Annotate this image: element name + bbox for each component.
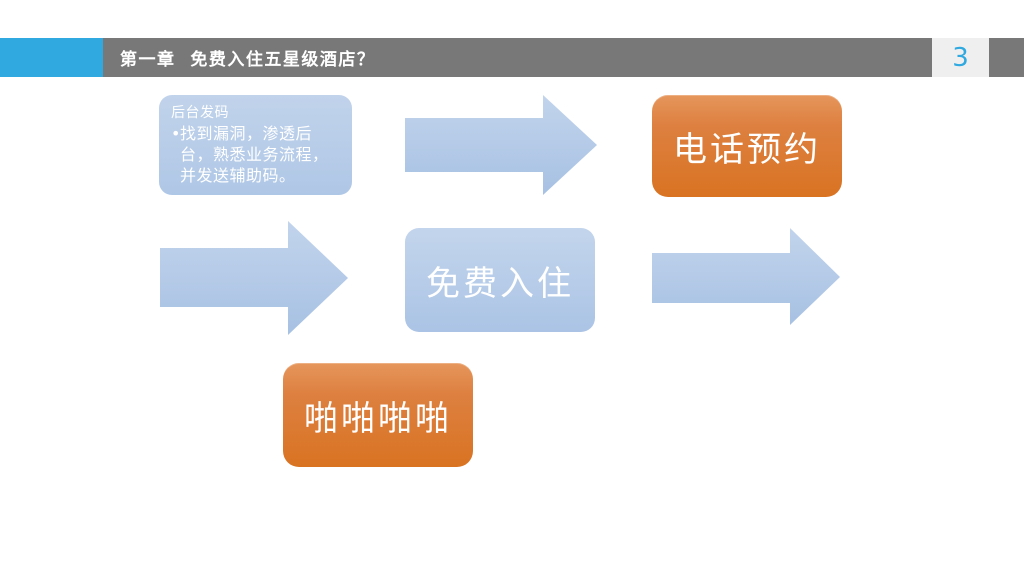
page-number-badge: 3 — [932, 38, 989, 77]
node-phone-booking: 电话预约 — [652, 95, 842, 197]
callout-line: 找到漏洞，渗透后 — [180, 124, 313, 143]
node-papapa: 啪啪啪啪 — [283, 363, 473, 467]
arrow-right-icon — [405, 95, 597, 195]
callout-backstage-code: 后台发码 • 找到漏洞，渗透后 台，熟悉业务流程， 并发送辅助码。 — [159, 95, 352, 195]
arrow-right-icon — [652, 228, 840, 325]
page-number: 3 — [952, 42, 969, 73]
callout-line: 并发送辅助码。 — [180, 166, 296, 185]
header-title-bar: 第一章 免费入住五星级酒店？ — [103, 38, 932, 77]
node-label: 电话预约 — [673, 129, 821, 170]
bullet-icon: • — [171, 124, 181, 143]
node-label: 免费入住 — [426, 263, 574, 304]
header-tail-bar — [989, 38, 1024, 77]
callout-title: 后台发码 — [171, 105, 229, 121]
node-label: 啪啪啪啪 — [304, 398, 452, 439]
header-accent-bar — [0, 38, 103, 77]
arrow-right-icon — [160, 221, 348, 335]
node-free-stay: 免费入住 — [405, 228, 595, 332]
slide-title: 第一章 免费入住五星级酒店？ — [120, 50, 376, 70]
callout-line: 台，熟悉业务流程， — [180, 145, 329, 164]
callout-bullet-text: • 找到漏洞，渗透后 台，熟悉业务流程， 并发送辅助码。 — [171, 123, 340, 186]
